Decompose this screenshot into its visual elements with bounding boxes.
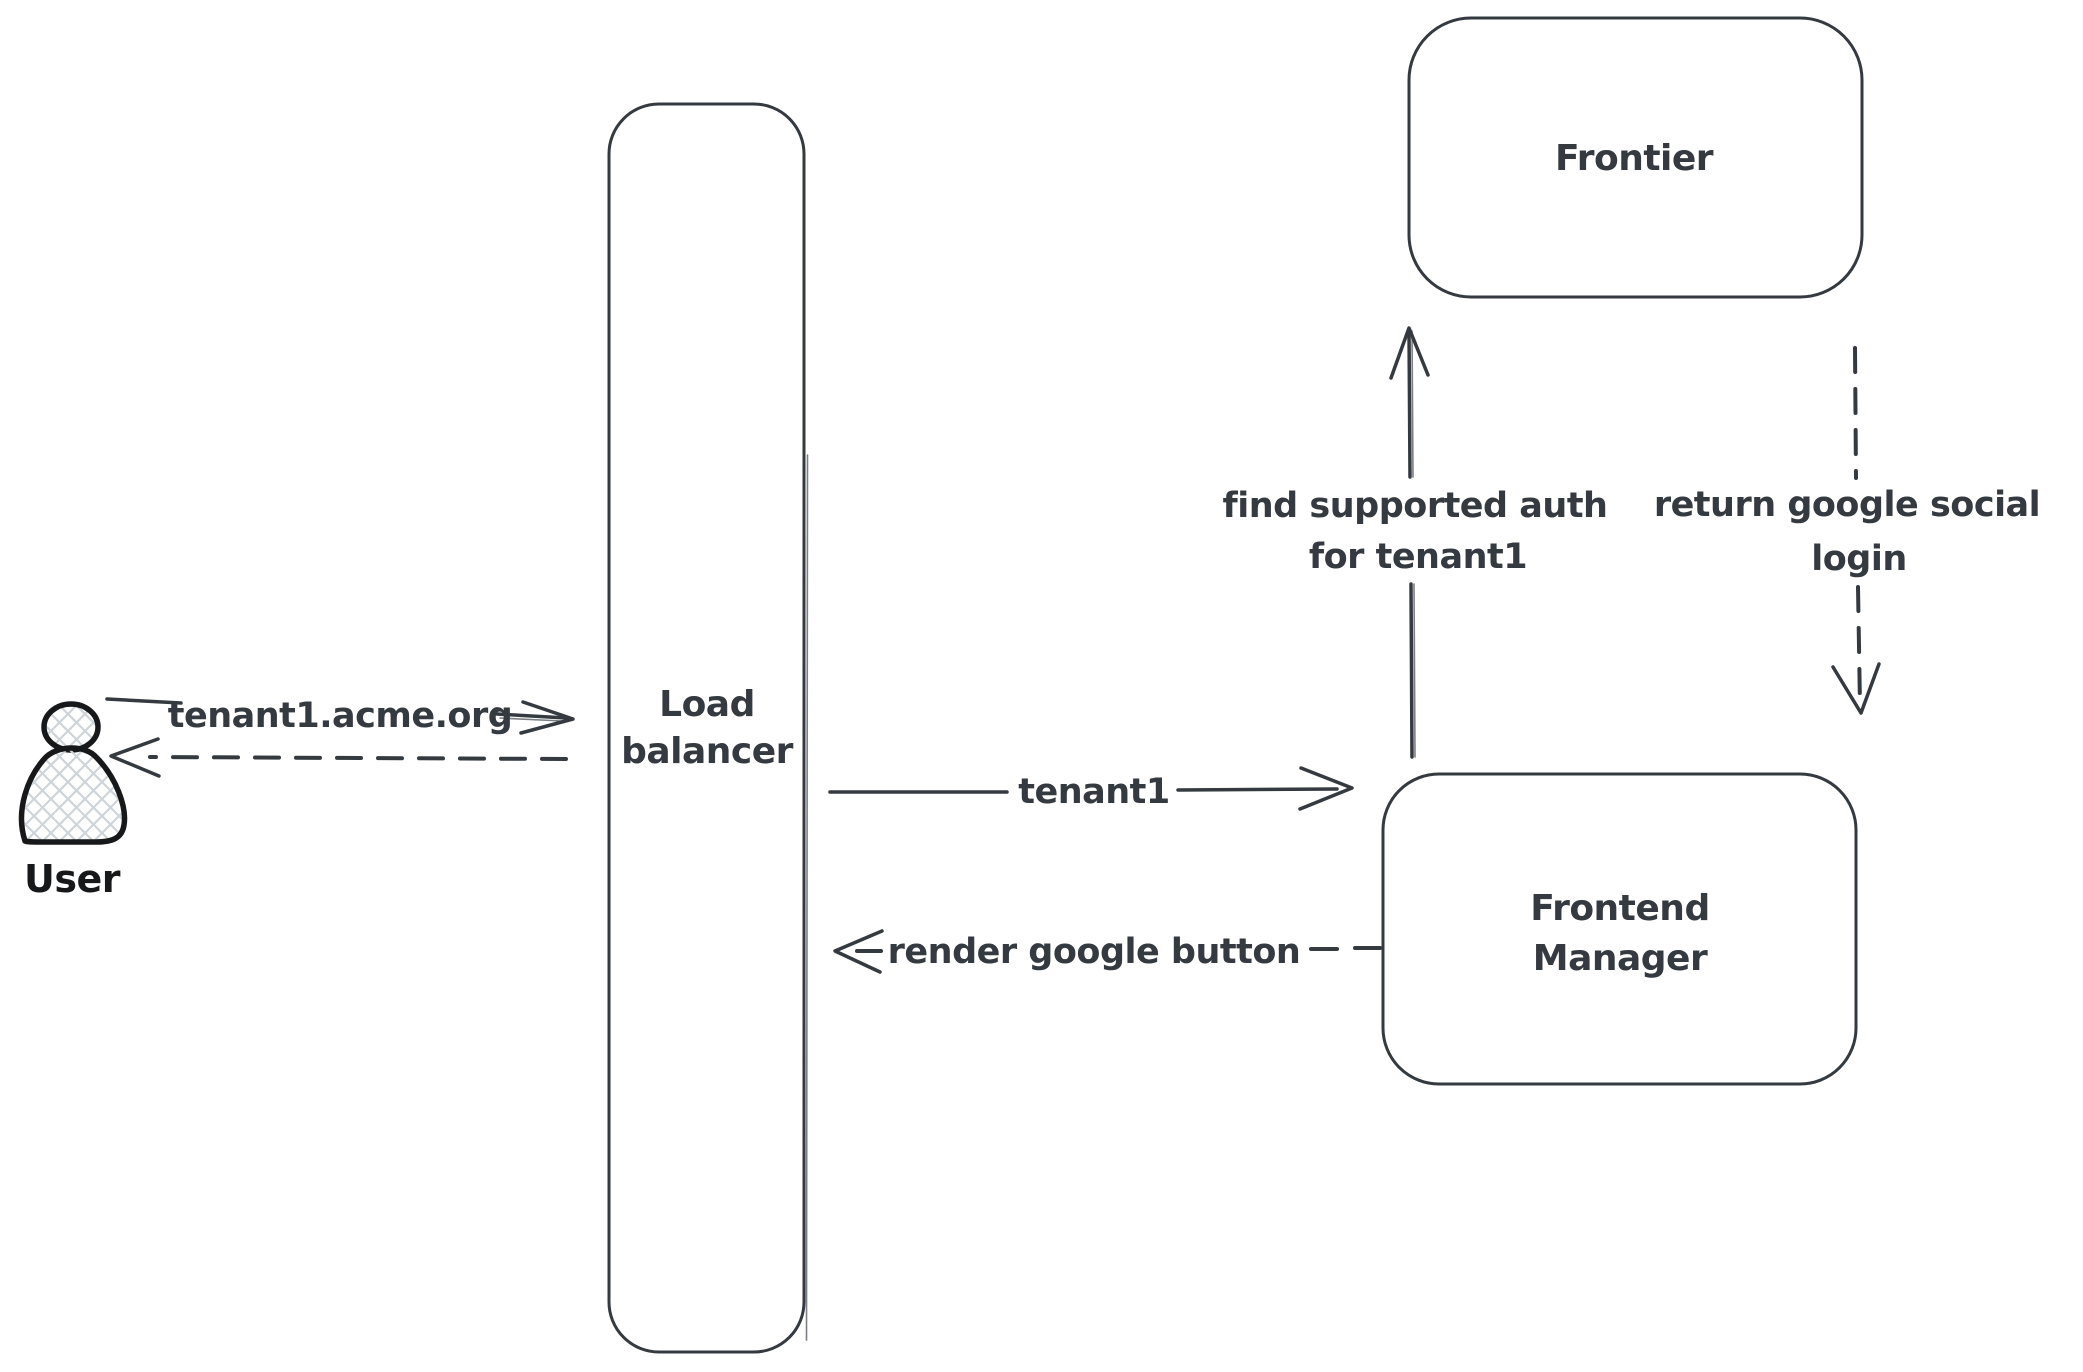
arrow-shaft — [1176, 787, 1339, 792]
node-load-balancer: Load balancer — [607, 102, 809, 1354]
edge-label-return-google-social-line1: return google social — [1654, 485, 2040, 525]
arrow-shaft-sketch — [1413, 583, 1416, 758]
edge-label-tenant1-acme-org: tenant1.acme.org — [168, 696, 513, 736]
edge-label-return-google-social-line2: login — [1811, 539, 1907, 579]
frontend-manager-label-line2: Manager — [1533, 938, 1708, 979]
arrowhead — [1831, 662, 1881, 715]
edge-label-find-supported-auth-line2: for tenant1 — [1309, 537, 1527, 577]
arrow-shaft — [105, 697, 183, 705]
edge-frontier-to-frontendmanager: return google social login — [1654, 346, 2041, 715]
node-user: User — [18, 701, 128, 901]
frontier-box — [1407, 16, 1864, 299]
edge-frontendmanager-to-frontier: find supported auth for tenant1 — [1223, 326, 1608, 759]
node-frontend-manager: Frontend Manager — [1381, 772, 1858, 1086]
user-body-icon — [18, 745, 128, 845]
frontend-manager-box — [1381, 772, 1858, 1086]
frontier-label: Frontier — [1555, 138, 1714, 179]
node-frontier: Frontier — [1407, 16, 1864, 299]
frontend-manager-label-line1: Frontend — [1530, 888, 1709, 929]
arrowhead — [1298, 766, 1354, 811]
arrow-shaft — [148, 755, 568, 761]
arrow-shaft — [1409, 582, 1414, 759]
load-balancer-label-line1: Load — [659, 684, 755, 725]
user-head-icon — [41, 701, 101, 753]
arrow-shaft-sketch — [1411, 330, 1414, 478]
edge-user-to-loadbalancer: tenant1.acme.org — [105, 696, 575, 736]
arrow-shaft — [495, 712, 568, 720]
arrow-shaft-sketch — [499, 717, 563, 722]
arrowhead — [1389, 326, 1430, 380]
load-balancer-box — [607, 102, 806, 1354]
arrow-shaft — [1856, 585, 1862, 708]
arrow-shaft — [1853, 346, 1858, 480]
load-balancer-label-line2: balancer — [621, 731, 794, 772]
edge-label-find-supported-auth-line1: find supported auth — [1223, 486, 1608, 526]
edge-loadbalancer-to-frontendmanager: tenant1 — [828, 766, 1354, 812]
load-balancer-sketch-line — [805, 454, 809, 1341]
arrow-shaft — [1407, 327, 1412, 479]
edge-loadbalancer-to-user — [109, 737, 568, 778]
arrowhead — [833, 929, 884, 974]
edge-frontendmanager-to-loadbalancer: render google button — [833, 929, 1382, 974]
user-label: User — [24, 857, 121, 901]
edge-label-tenant1: tenant1 — [1018, 772, 1170, 812]
arrowhead — [519, 700, 575, 735]
arrowhead — [109, 737, 161, 778]
edge-label-render-google-button: render google button — [888, 932, 1301, 972]
